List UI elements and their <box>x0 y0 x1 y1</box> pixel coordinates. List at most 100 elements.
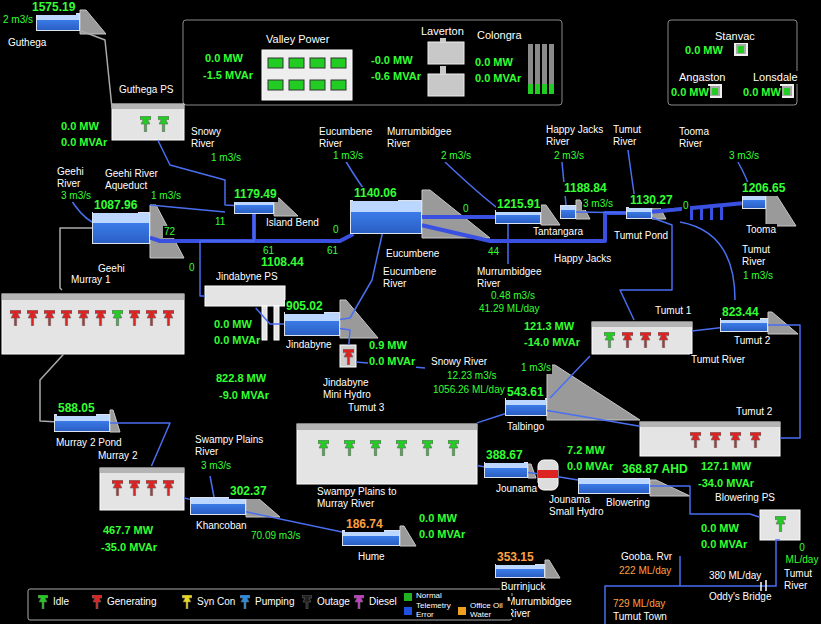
power-reading: 0.0 MVAr <box>60 136 108 149</box>
river-name: Geehi River Aqueduct <box>104 168 164 191</box>
flow-value: 72 <box>163 226 176 238</box>
waterway <box>576 211 626 213</box>
waterway <box>254 214 353 241</box>
turbine-unit <box>78 310 89 325</box>
turbine-status <box>549 84 554 94</box>
reservoir: 368.87 AHDBlowering <box>578 478 650 494</box>
artwork <box>150 205 225 212</box>
genset <box>289 80 304 90</box>
plant-status: Lonsdale0.0 MW <box>780 84 794 98</box>
river-name: Geehi River <box>56 166 92 189</box>
storage-level: 388.67 <box>485 449 524 463</box>
flow-value: 61 <box>326 245 339 257</box>
turbine-unit <box>112 310 123 325</box>
turbine-cylinder <box>549 44 554 84</box>
power-reading: 0.0 MW <box>60 120 100 133</box>
turbine-unit <box>163 310 174 325</box>
turbine-status <box>528 84 533 94</box>
artwork <box>680 222 735 300</box>
artwork <box>538 470 558 478</box>
artwork <box>428 74 464 96</box>
artwork <box>650 480 690 496</box>
turbine-status <box>535 84 540 94</box>
artwork <box>422 190 490 238</box>
small-hydro: 7.2 MW0.0 MVArJounama Small Hydro <box>538 460 558 490</box>
flow-value: 11 <box>214 216 226 228</box>
turbine-unit <box>112 480 123 495</box>
river-name: 380 ML/day <box>708 570 762 582</box>
artwork <box>210 476 214 497</box>
river-name: Swampy Plains to Murray River <box>316 486 410 509</box>
power-reading: 127.1 MW <box>700 460 752 473</box>
legend-swatch <box>240 595 250 609</box>
power-reading: 0.0 MVAr <box>418 528 466 541</box>
flow-value: 1 m3/s <box>332 150 364 162</box>
power-reading: 0.0 MVAr <box>213 334 261 347</box>
river-line <box>70 150 780 624</box>
legend-icon <box>240 595 250 609</box>
generator-plant <box>262 34 464 100</box>
turbine-unit <box>775 516 786 531</box>
flow-value: 0.48 m3/s <box>490 290 536 302</box>
power-reading: 0.0 MW <box>700 522 740 535</box>
turbine-unit <box>448 440 459 455</box>
artwork <box>2 294 184 354</box>
artwork <box>668 20 797 105</box>
power-station-building <box>2 104 800 540</box>
reservoir: 1130.27Tumut Pond <box>626 207 652 219</box>
legend-text: Pumping <box>254 596 295 608</box>
genset <box>268 58 283 68</box>
reservoir: 823.44Tumut 2 <box>720 318 768 332</box>
turbine-cylinder <box>535 44 540 84</box>
reservoir: 1140.06Eucumbene <box>350 200 422 234</box>
waterway <box>256 308 284 324</box>
storage-level: 353.15 <box>496 551 535 565</box>
power-reading: 121.3 MW <box>523 320 575 333</box>
turbine-unit <box>396 440 407 455</box>
turbine-unit <box>690 432 701 447</box>
river-name: Eucumbene River <box>318 126 376 149</box>
power-reading: -0.6 MVAr <box>370 70 422 83</box>
storage-level: 1130.27 <box>629 194 674 208</box>
mini-hydro: 0.9 MW0.0 MVArJindabyne Mini Hydro <box>340 345 356 367</box>
site-name: Happy Jacks <box>553 253 612 265</box>
legend-text: Idle <box>52 596 70 608</box>
storage-level: 186.74 <box>345 518 384 532</box>
unit-icons <box>10 44 786 532</box>
flow-value: 222 ML/day <box>618 565 672 577</box>
reservoir: 905.02Jindabyne <box>284 312 340 336</box>
site-name: Tumut 2 <box>735 406 773 418</box>
power-reading: -14.0 MVAr <box>523 336 581 349</box>
site-name: Guthega PS <box>118 84 174 96</box>
turbine-unit <box>95 310 106 325</box>
power-reading: 0.0 MW <box>742 86 782 99</box>
site-name: Tantangara <box>532 226 584 238</box>
legend-swatch <box>92 595 102 609</box>
gas-plant: Valley Power0.0 MW-1.5 MVAr <box>262 50 352 100</box>
turbine-unit <box>658 332 669 347</box>
river-name: Eucumbene River <box>382 266 440 289</box>
storage-level: 905.02 <box>285 300 324 314</box>
artwork <box>400 526 416 546</box>
plant-name: Laverton <box>420 25 465 38</box>
waterway <box>477 414 505 423</box>
storage-level: 823.44 <box>721 306 760 320</box>
power-reading: 0.0 MW <box>418 512 458 525</box>
artwork <box>445 162 500 210</box>
artwork <box>440 66 446 74</box>
river-name: Murrumbidgee River <box>476 266 550 289</box>
power-station: Tumut 1121.3 MW-14.0 MVAr <box>592 320 692 354</box>
legend-swatch <box>404 593 412 601</box>
flow-value: 12.23 m3/s <box>446 370 497 382</box>
site-name: Tumut 3 <box>347 402 385 414</box>
power-station: Tumut 30.0 MW0.0 MVAr <box>297 420 477 484</box>
site-name: Tooma <box>745 224 777 236</box>
genset <box>289 58 304 68</box>
legend-icon <box>182 595 192 609</box>
pump-station: 1108.44Jindabyne PS0.0 MW0.0 MVAr <box>205 284 285 308</box>
plant-name: Valley Power <box>265 33 330 46</box>
plant-status: Stanvac0.0 MW <box>734 42 748 56</box>
storage-level: 368.87 AHD <box>621 463 689 477</box>
